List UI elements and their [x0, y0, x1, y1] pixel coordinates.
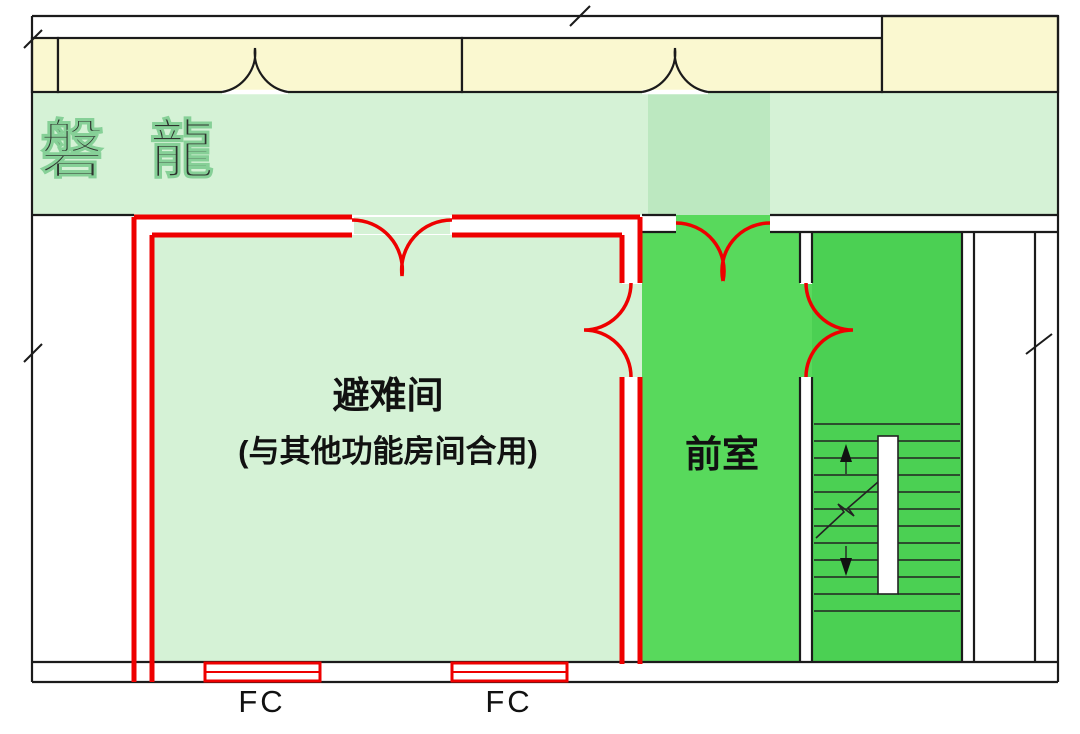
wall-cavity [802, 234, 810, 281]
wall-cavity [643, 217, 675, 230]
double-door-icon [221, 47, 709, 94]
anteroom-fill [642, 232, 800, 662]
up-arrow-icon [840, 444, 852, 462]
room-block [30, 36, 60, 94]
break-mark-icon [569, 5, 591, 27]
fire-door-icon [804, 282, 854, 378]
fire-wall-outer [131, 214, 643, 682]
fire-doors [351, 218, 854, 378]
stairwell-area [812, 232, 962, 662]
wall-cavity [771, 217, 1057, 230]
fire-window-label-right: FC [485, 684, 532, 719]
anteroom-label: 前室 [685, 433, 759, 475]
corridor-fill [32, 92, 1058, 215]
stair-icon [814, 423, 960, 612]
fire-door-icon [583, 282, 633, 378]
fire-door-icon [675, 221, 771, 282]
break-mark-icon [1025, 333, 1053, 355]
corridor-area: 磐 龍 [32, 92, 1058, 215]
side-room-area [974, 232, 1035, 662]
stair-door-gap [800, 284, 812, 377]
room-block [460, 36, 884, 94]
refuge-room-fill [152, 235, 622, 662]
fire-walls [131, 214, 643, 682]
fire-door-icon [351, 218, 453, 277]
refuge-door-gap [354, 217, 450, 234]
break-mark-icon [23, 343, 43, 363]
anteroom-area [642, 232, 800, 662]
wall-cavity [802, 379, 810, 660]
break-marks [23, 5, 1053, 363]
walls [30, 14, 1060, 684]
fire-wall-inner [149, 232, 625, 682]
refuge-room-area [132, 215, 642, 664]
break-mark-icon [23, 29, 43, 49]
refuge-room-label: 避难间 [333, 375, 444, 416]
refuge-side-door-gap [622, 284, 642, 377]
refuge-room-sublabel: (与其他功能房间合用) [238, 434, 538, 469]
room-block [56, 36, 464, 94]
fire-window-label-left: FC [238, 684, 285, 719]
labels: 避难间 (与其他功能房间合用) 前室 FC FC [238, 375, 759, 719]
room-block [880, 14, 1060, 94]
down-arrow-icon [840, 558, 852, 576]
evacuation-path-fill [648, 92, 770, 215]
watermark: 磐 龍 [40, 114, 228, 186]
break-line-icon [815, 481, 879, 539]
fire-windows [203, 661, 569, 683]
wall-cavity [964, 234, 972, 660]
